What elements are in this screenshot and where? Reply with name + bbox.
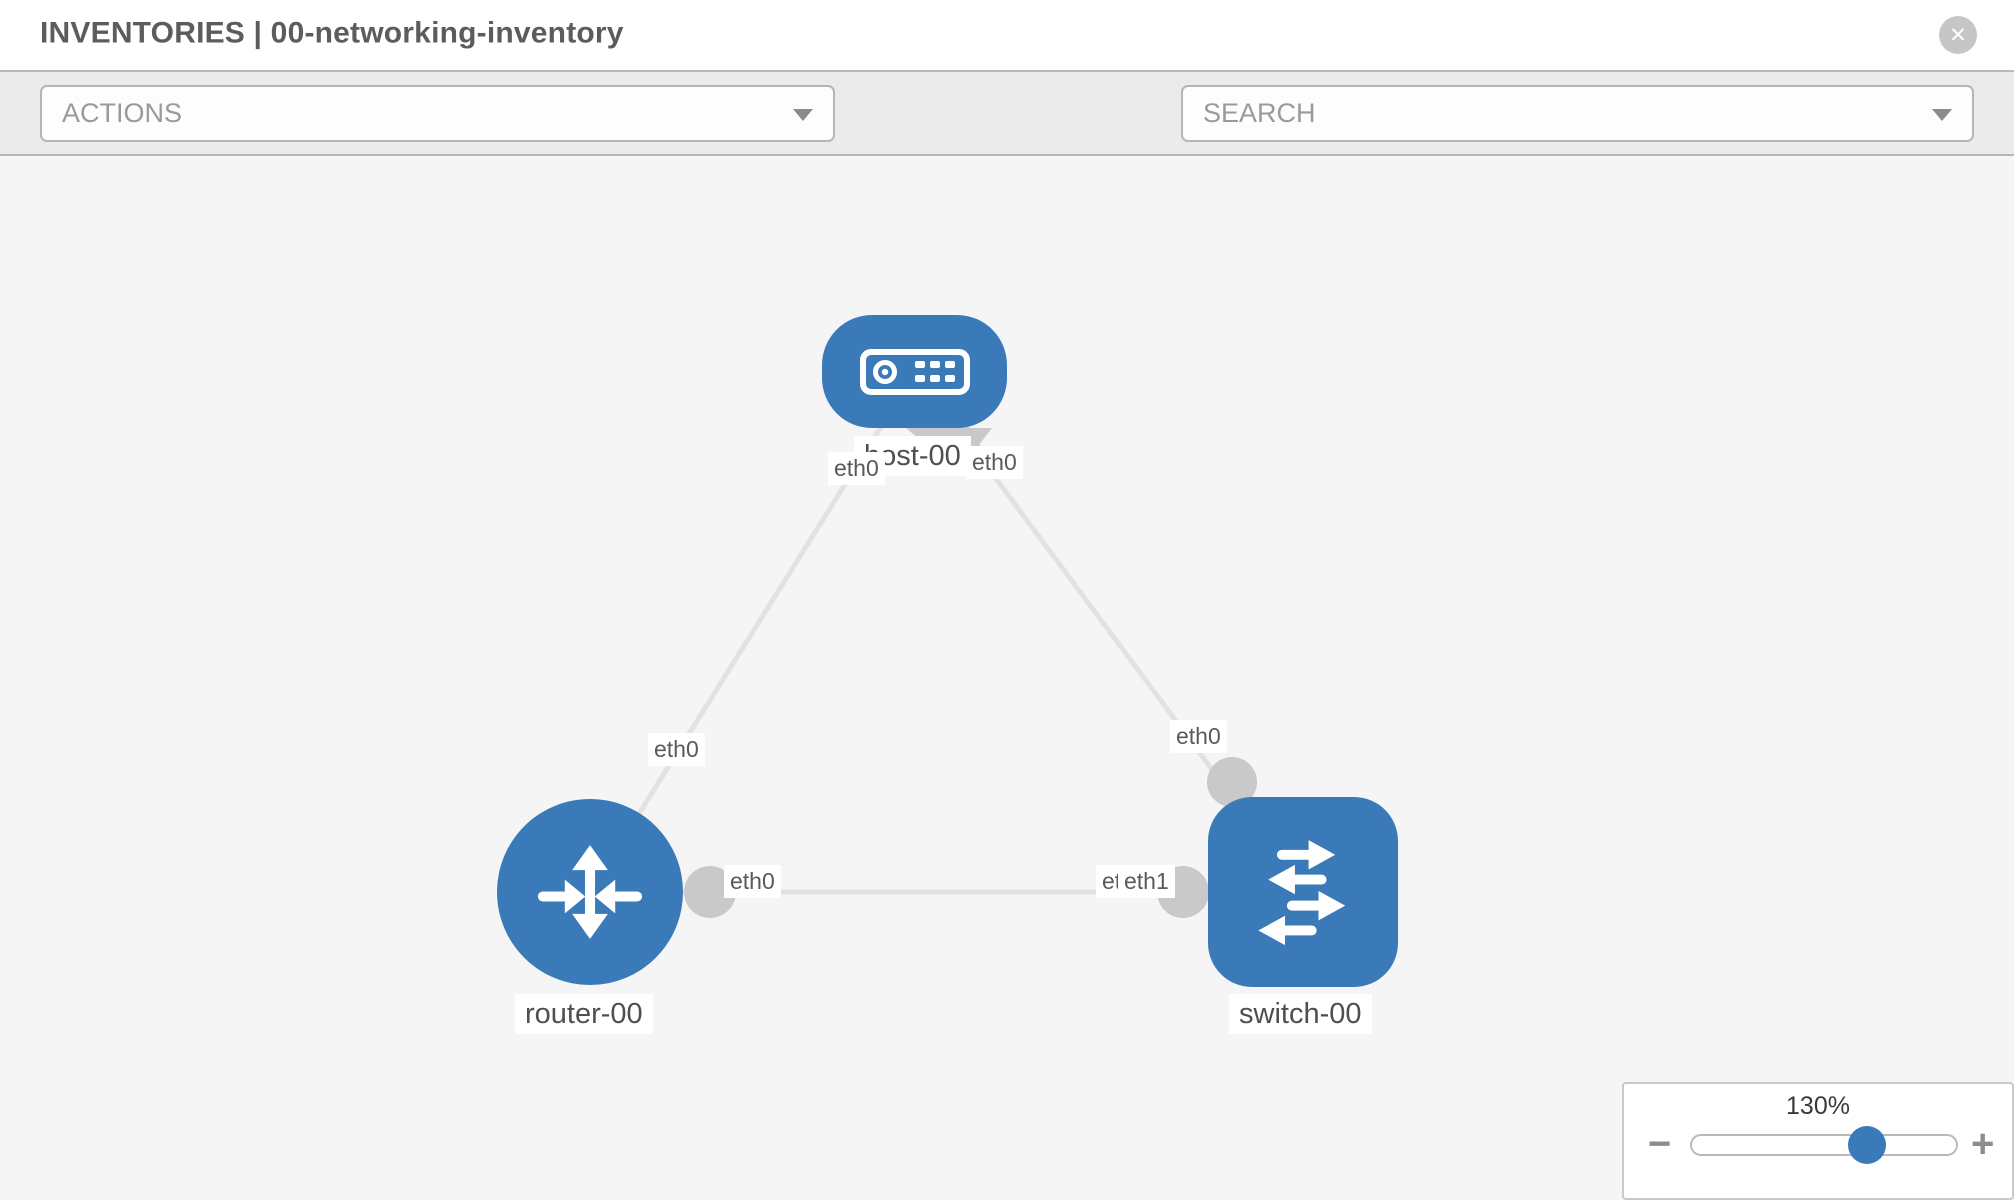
interface-label-router-switch-at-switch-front: eth1: [1118, 865, 1175, 898]
node-router-00[interactable]: [497, 799, 683, 985]
node-label-switch-00: switch-00: [1229, 994, 1372, 1035]
actions-dropdown[interactable]: ACTIONS: [40, 85, 835, 142]
zoom-level: 130%: [1786, 1092, 1850, 1120]
node-label-router-00: router-00: [515, 994, 653, 1035]
chevron-down-icon: [1932, 108, 1952, 121]
toolbar: ACTIONS SEARCH: [0, 72, 2014, 206]
interface-label-host-router-at-host: eth0: [828, 452, 885, 485]
node-switch-00[interactable]: [1208, 797, 1398, 987]
interface-label-router-switch-at-router: eth0: [724, 865, 781, 898]
zoom-slider-row: − +: [1624, 1121, 2012, 1181]
links-layer: [587, 369, 1306, 918]
zoom-out-button[interactable]: −: [1648, 1122, 1672, 1166]
link-endpoint-switch-top[interactable]: [1207, 757, 1257, 807]
actions-dropdown-placeholder: ACTIONS: [62, 98, 183, 128]
interface-label-host-router-at-router: eth0: [648, 733, 705, 766]
close-button[interactable]: ✕: [1939, 16, 1977, 54]
router-arrows-icon: [537, 845, 643, 939]
zoom-in-button[interactable]: +: [1971, 1122, 1995, 1166]
zoom-panel: 130% − +: [1622, 1082, 2014, 1200]
titlebar: INVENTORIES | 00-networking-inventory ✕: [0, 0, 2014, 72]
search-placeholder: SEARCH: [1203, 98, 1316, 128]
server-icon: [859, 348, 970, 395]
topology-canvas[interactable]: host-00 router-00 switch-00 eth0 eth0 et…: [0, 156, 2014, 1200]
zoom-slider-knob[interactable]: [1848, 1126, 1886, 1164]
page-title: INVENTORIES | 00-networking-inventory: [40, 16, 624, 50]
switch-arrows-icon: [1258, 840, 1346, 946]
search-dropdown[interactable]: SEARCH: [1181, 85, 1974, 142]
link-endpoint-router[interactable]: [684, 866, 736, 918]
chevron-down-icon: [793, 108, 813, 121]
close-icon: ✕: [1949, 23, 1967, 47]
interface-label-host-switch-at-switch: eth0: [1170, 720, 1227, 753]
zoom-slider-track[interactable]: [1690, 1126, 1958, 1164]
node-host-00[interactable]: [822, 315, 1007, 428]
interface-label-host-switch-at-host: eth0: [966, 446, 1023, 479]
